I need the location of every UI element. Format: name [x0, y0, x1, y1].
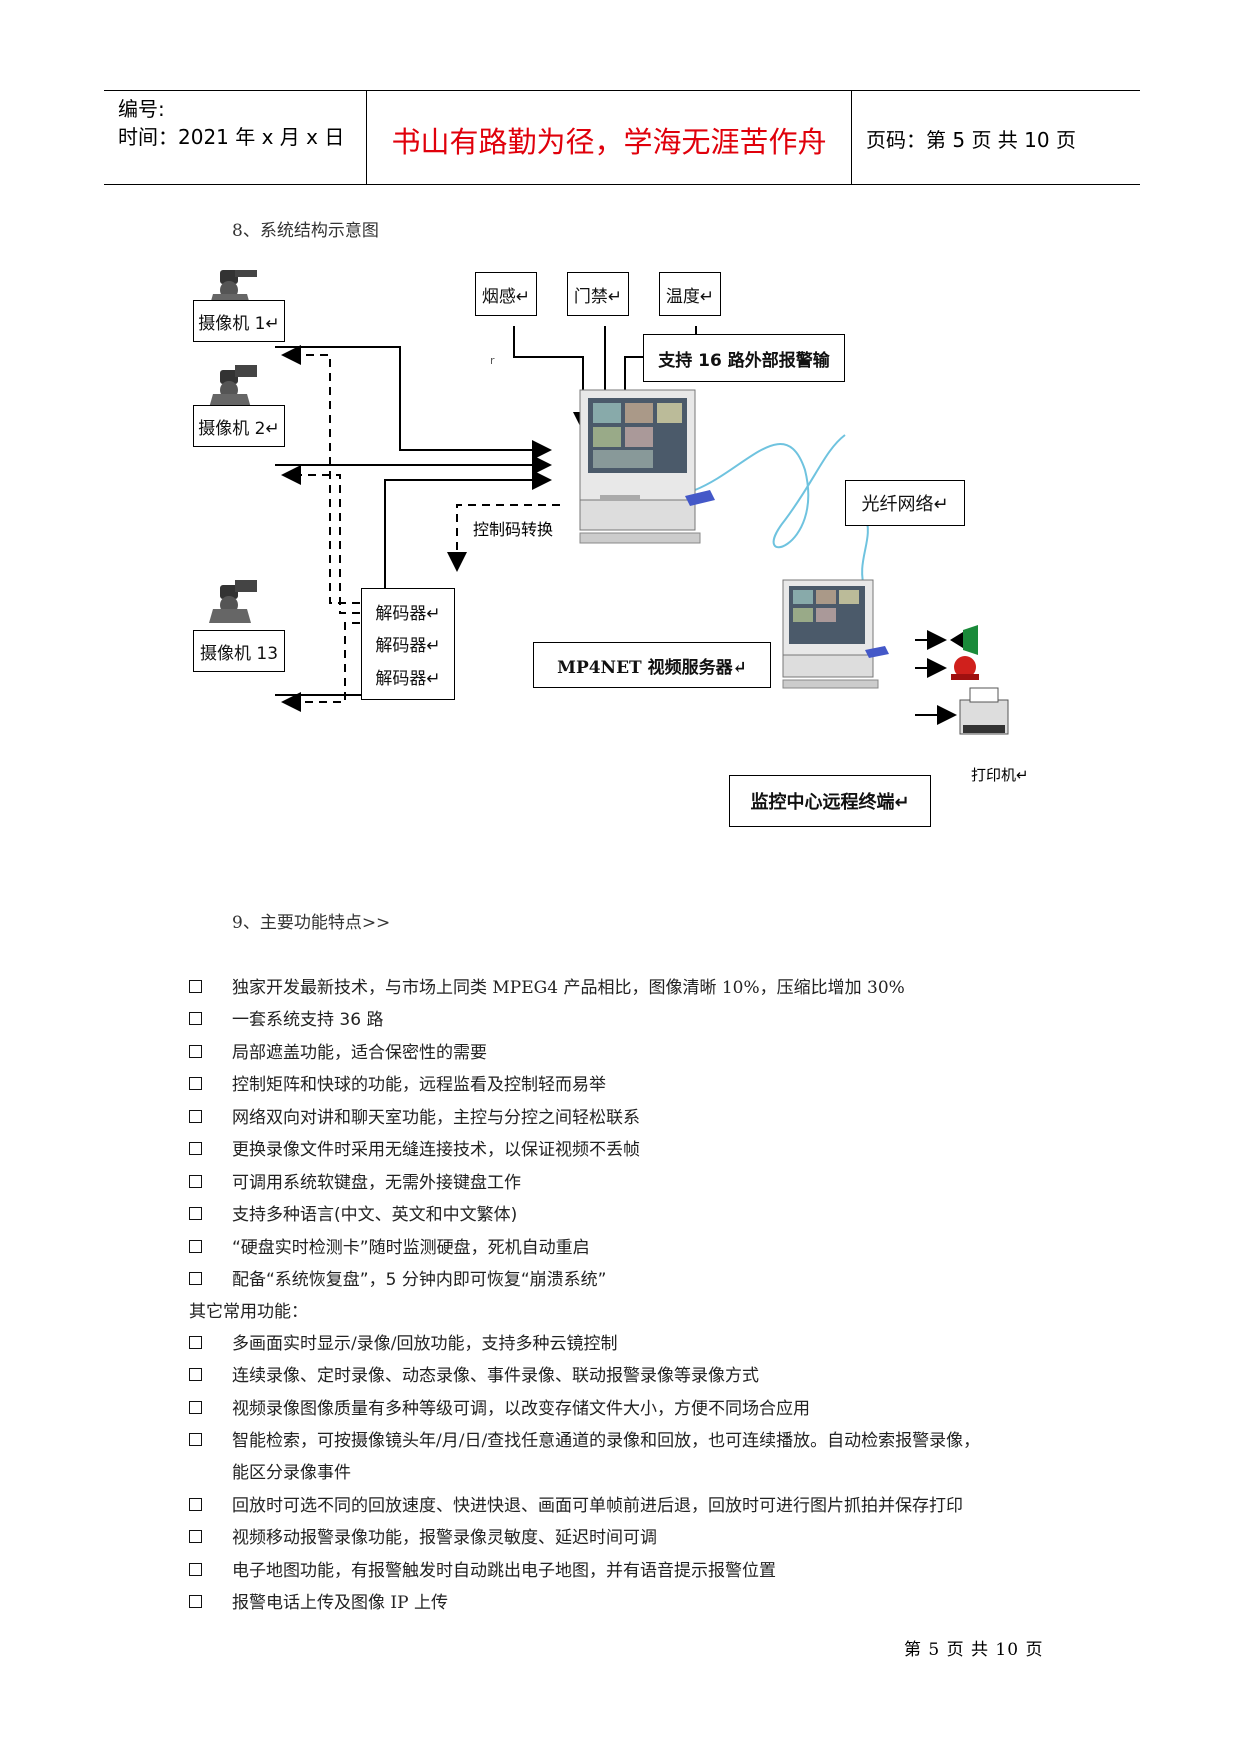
page-header: 编号: 时间：2021 年 x 月 x 日 书山有路勤为径，学海无涯苦作舟 页码…: [104, 90, 1140, 185]
camera-2-label: 摄像机 2↵: [198, 418, 280, 439]
decoder-label-2: 解码器↵: [375, 636, 441, 657]
server-box: MP4NET 视频服务器↵: [533, 642, 771, 688]
feature-item: 控制矩阵和快球的功能，远程监看及控制轻而易举: [232, 1075, 606, 1095]
terminal-box: 监控中心远程终端↵: [729, 775, 931, 827]
checkbox-icon: [189, 1175, 202, 1188]
printer-icon: [959, 687, 1009, 735]
checkbox-icon: [189, 1012, 202, 1025]
camera-13-box: 摄像机 13: [193, 630, 285, 672]
header-page-number: 页码：第 5 页 共 10 页: [866, 128, 1076, 152]
other-feature-item-continued: 能区分录像事件: [232, 1463, 351, 1483]
header-motto: 书山有路勤为径，学海无涯苦作舟: [391, 125, 827, 159]
camera-1-box: 摄像机 1↵: [193, 300, 285, 342]
server-label: MP4NET 视频服务器↵: [557, 657, 747, 678]
header-number: 编号:: [118, 97, 165, 121]
printer-label: 打印机↵: [971, 766, 1029, 784]
sensor-temp-box: 温度↵: [659, 272, 721, 316]
other-feature-item: 视频移动报警录像功能，报警录像灵敏度、延迟时间可调: [232, 1528, 657, 1548]
decoder-label-1: 解码器↵: [375, 603, 441, 624]
terminal-label: 监控中心远程终端↵: [750, 792, 910, 813]
feature-item: “硬盘实时检测卡”随时监测硬盘，死机自动重启: [232, 1238, 590, 1258]
sensor-door-box: 门禁↵: [567, 272, 629, 316]
feature-item: 可调用系统软键盘，无需外接键盘工作: [232, 1173, 521, 1193]
checkbox-icon: [189, 1595, 202, 1608]
other-feature-item: 智能检索，可按摄像镜头年/月/日/查找任意通道的录像和回放，也可连续播放。自动检…: [232, 1431, 981, 1451]
checkbox-icon: [189, 1272, 202, 1285]
checkbox-icon: [189, 1530, 202, 1543]
section-9-title: 9、主要功能特点>>: [232, 913, 391, 933]
sensor-smoke-box: 烟感↵: [475, 272, 537, 316]
other-feature-item: 回放时可选不同的回放速度、快进快退、画面可单帧前进后退，回放时可进行图片抓拍并保…: [232, 1496, 963, 1516]
checkbox-icon: [189, 1336, 202, 1349]
sensor-temp-label: 温度↵: [665, 286, 715, 307]
decoder-label-3: 解码器↵: [375, 669, 441, 690]
checkbox-icon: [189, 1207, 202, 1220]
alarm-input-box: 支持 16 路外部报警输: [643, 334, 845, 382]
header-motto-cell: 书山有路勤为径，学海无涯苦作舟: [367, 91, 852, 184]
checkbox-icon: [189, 1142, 202, 1155]
checkbox-icon: [189, 1045, 202, 1058]
header-page-cell: 页码：第 5 页 共 10 页: [852, 91, 1140, 184]
checkbox-icon: [189, 1433, 202, 1446]
feature-item: 独家开发最新技术，与市场上同类 MPEG4 产品相比，图像清晰 10%，压缩比增…: [232, 978, 905, 998]
feature-item: 更换录像文件时采用无缝连接技术，以保证视频不丢帧: [232, 1140, 640, 1160]
siren-icon: [950, 625, 978, 655]
checkbox-icon: [189, 1110, 202, 1123]
other-feature-item: 连续录像、定时录像、动态录像、事件录像、联动报警录像等录像方式: [232, 1366, 759, 1386]
checkbox-icon: [189, 1240, 202, 1253]
section-8-title: 8、系统结构示意图: [232, 221, 379, 241]
camera-13-label: 摄像机 13: [199, 643, 279, 664]
feature-item: 一套系统支持 36 路: [232, 1010, 384, 1030]
control-code-label: 控制码转换: [473, 520, 554, 539]
feature-item: 支持多种语言(中文、英文和中文繁体): [232, 1205, 518, 1225]
other-feature-item: 多画面实时显示/录像/回放功能，支持多种云镜控制: [232, 1334, 618, 1354]
alarm-input-label: 支持 16 路外部报警输: [658, 350, 830, 371]
decoder-box: 解码器↵ 解码器↵ 解码器↵: [361, 588, 455, 700]
camera-2-box: 摄像机 2↵: [193, 405, 285, 447]
alarm-light-icon: [951, 656, 979, 680]
checkbox-icon: [189, 1563, 202, 1576]
checkbox-icon: [189, 1401, 202, 1414]
system-structure-diagram: 摄像机 1↵ 摄像机 2↵ 摄像机 13 烟感↵ 门禁↵ 温度↵ 支持 16 路…: [185, 270, 1085, 840]
diagram-lines: [209, 270, 1009, 735]
feature-item: 配备“系统恢复盘”，5 分钟内即可恢复“崩溃系统”: [232, 1270, 607, 1290]
header-left-cell: 编号: 时间：2021 年 x 月 x 日: [104, 91, 367, 184]
other-feature-item: 视频录像图像质量有多种等级可调，以改变存储文件大小，方便不同场合应用: [232, 1399, 810, 1419]
camera-1-label: 摄像机 1↵: [198, 313, 280, 334]
network-label: 光纤网络↵: [861, 494, 949, 515]
other-feature-item: 电子地图功能，有报警触发时自动跳出电子地图，并有语音提示报警位置: [232, 1561, 776, 1581]
server-computer-icon: [579, 389, 715, 544]
checkbox-icon: [189, 1077, 202, 1090]
other-feature-item: 报警电话上传及图像 IP 上传: [232, 1593, 448, 1613]
stray-mark: r: [490, 354, 495, 367]
other-features-title: 其它常用功能：: [189, 1302, 308, 1322]
checkbox-icon: [189, 980, 202, 993]
checkbox-icon: [189, 1368, 202, 1381]
network-box: 光纤网络↵: [845, 480, 965, 526]
page-footer: 第 5 页 共 10 页: [904, 1640, 1044, 1660]
header-time: 时间：2021 年 x 月 x 日: [118, 125, 345, 149]
sensor-smoke-label: 烟感↵: [481, 286, 531, 307]
sensor-door-label: 门禁↵: [573, 286, 623, 307]
feature-item: 网络双向对讲和聊天室功能，主控与分控之间轻松联系: [232, 1108, 640, 1128]
camera-icon-13: [209, 580, 257, 623]
feature-item: 局部遮盖功能，适合保密性的需要: [232, 1043, 487, 1063]
checkbox-icon: [189, 1498, 202, 1511]
terminal-computer-icon: [782, 579, 889, 689]
camera-icon-2: [209, 365, 257, 408]
